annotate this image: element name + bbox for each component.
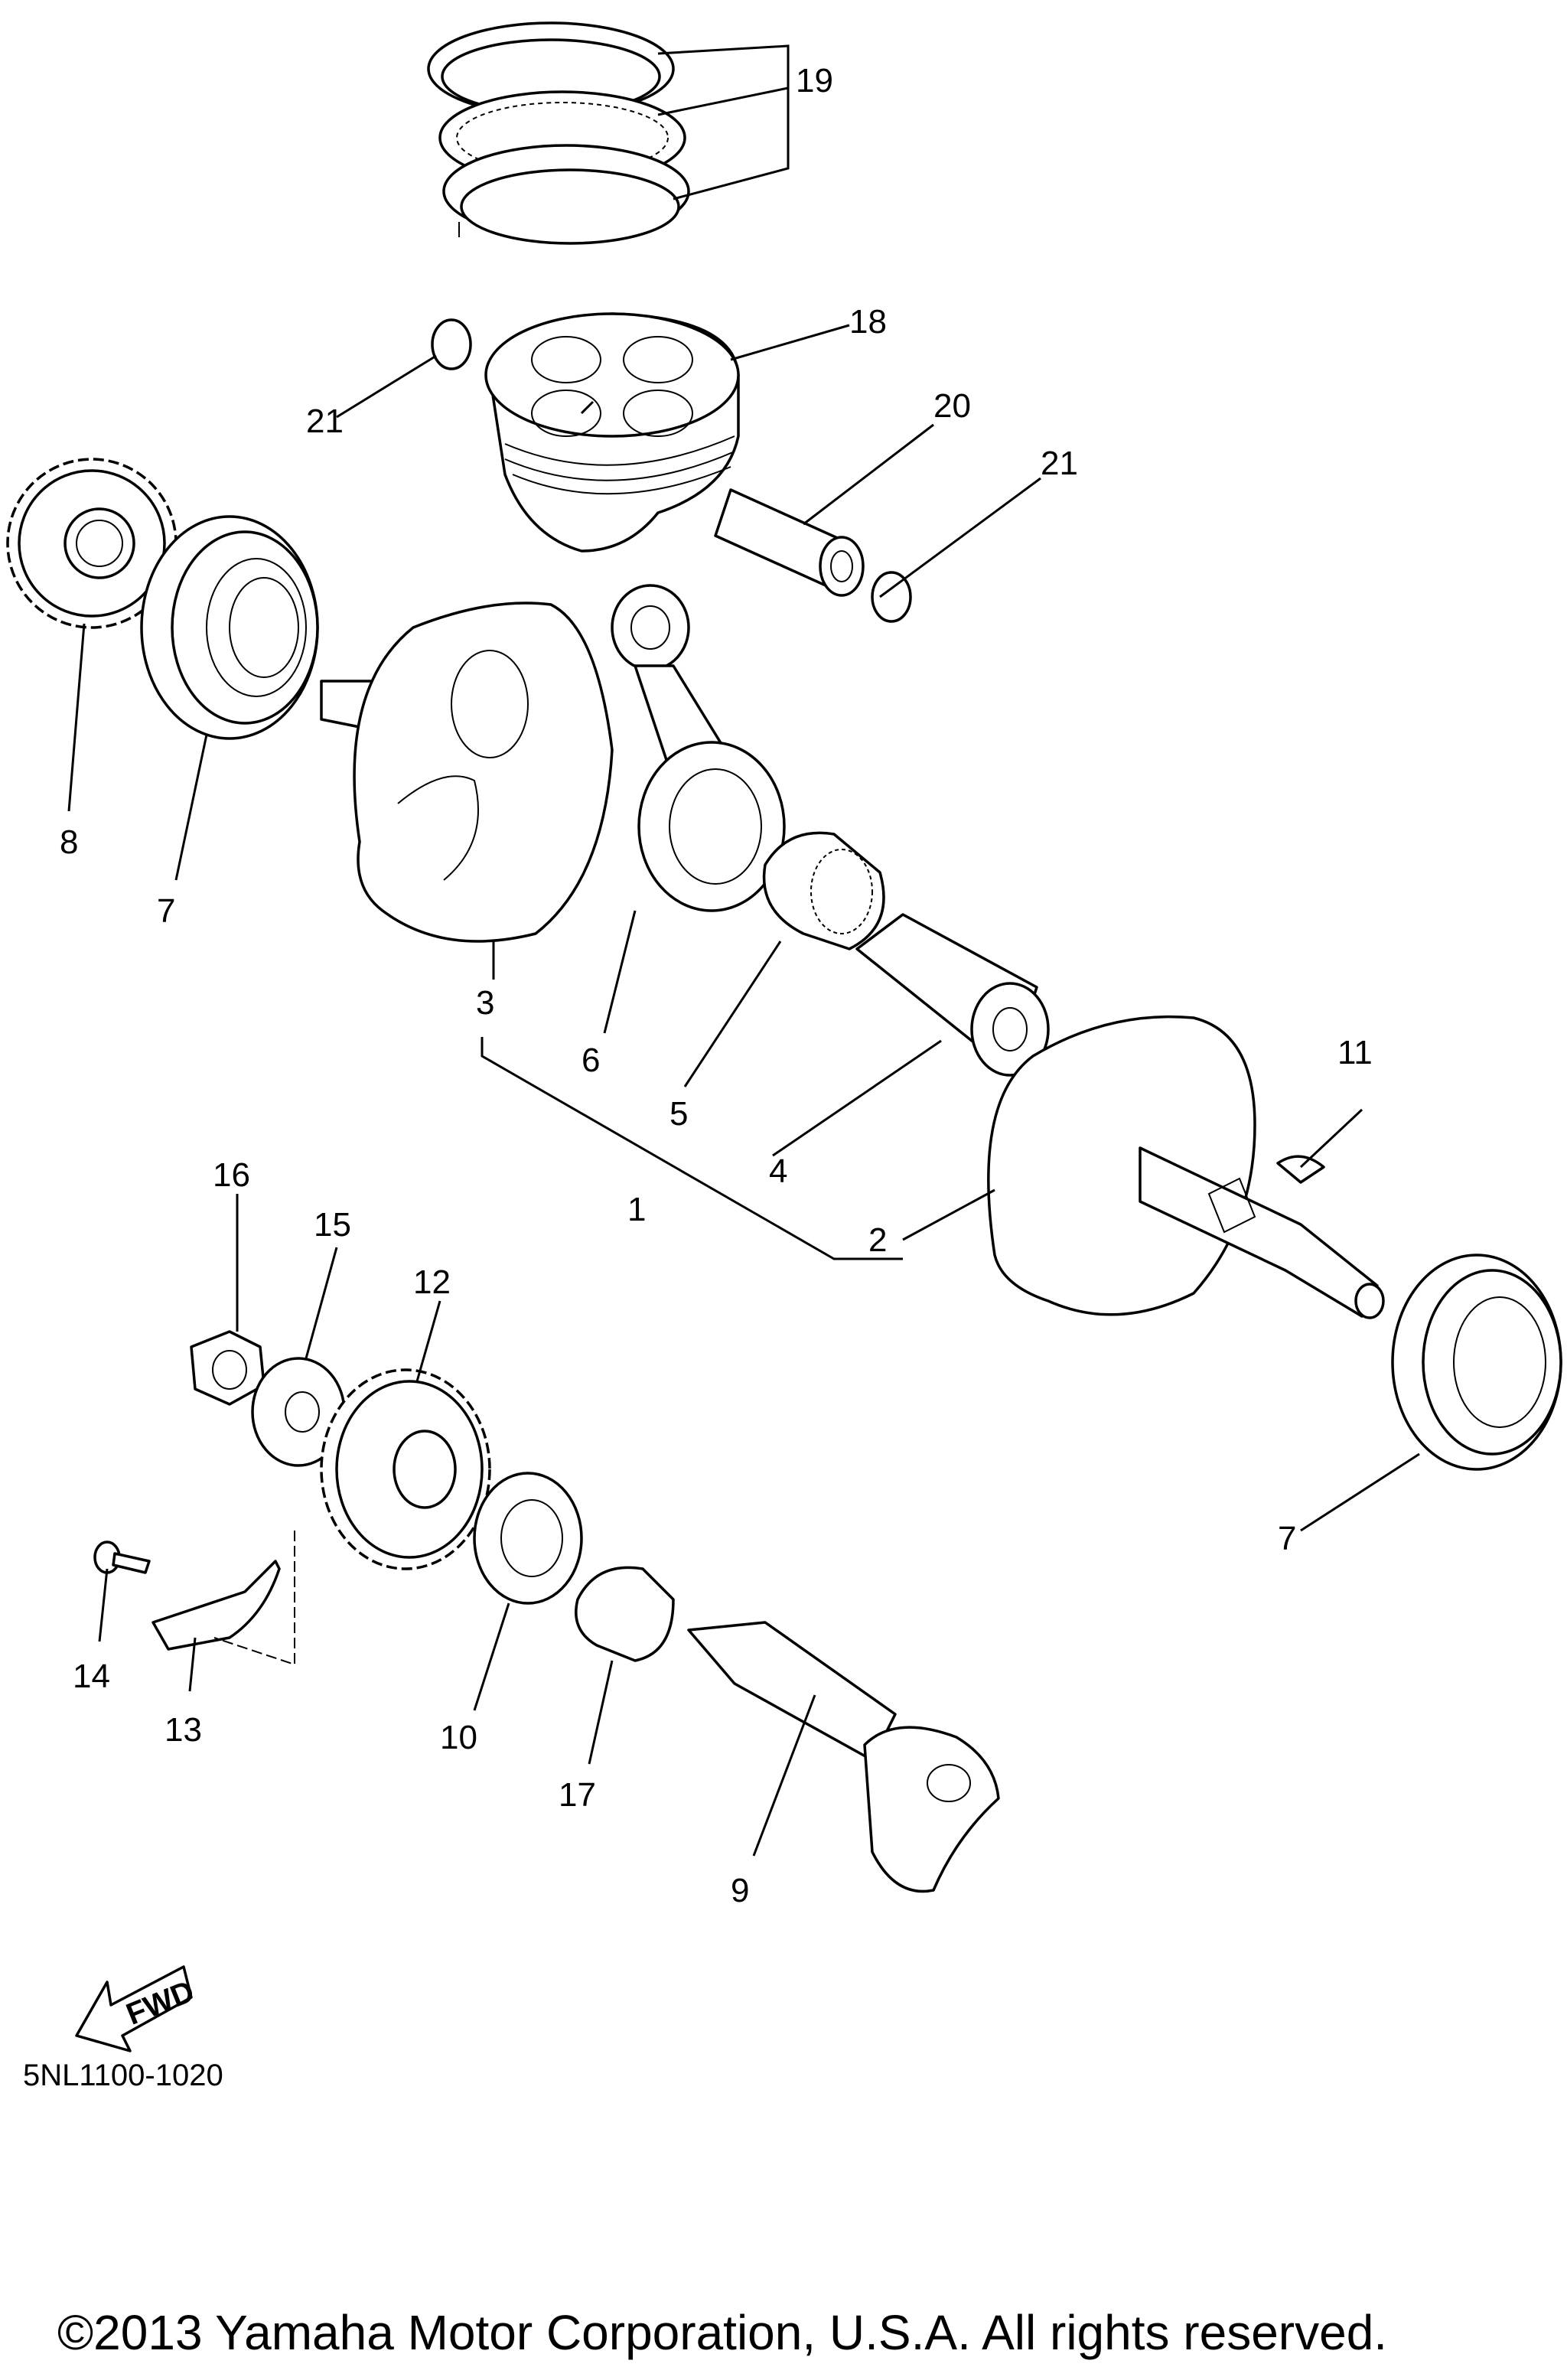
callout-2: 2 [868, 1221, 887, 1259]
callout-20: 20 [933, 387, 971, 425]
nut [190, 1330, 266, 1406]
piston-pin [714, 488, 865, 597]
balancer-bearing [473, 1472, 583, 1605]
callout-6: 6 [582, 1042, 600, 1079]
callout-4: 4 [769, 1153, 787, 1190]
callout-16: 16 [213, 1156, 250, 1194]
callout-7-right: 7 [1278, 1520, 1296, 1557]
piston-pin-clip-right [871, 571, 912, 623]
diagram-code: 5NL1100-1020 [23, 2059, 223, 2092]
bearing-left [140, 515, 319, 740]
piston-pin-clip-left [431, 318, 472, 370]
callout-14: 14 [73, 1658, 110, 1695]
callout-1: 1 [627, 1191, 646, 1228]
balancer-drive-gear [320, 1368, 491, 1570]
crank-right [987, 1015, 1385, 1319]
crank-pin [855, 913, 1050, 1077]
copyright-notice: ©2013 Yamaha Motor Corporation, U.S.A. A… [57, 2305, 1387, 2360]
callout-labels: 1 2 3 4 5 6 7 7 8 9 10 11 12 13 14 15 16… [60, 62, 1373, 1909]
callout-9: 9 [731, 1872, 749, 1909]
callout-21-left: 21 [306, 403, 344, 440]
balancer-guide-line [213, 1531, 295, 1666]
callout-15: 15 [314, 1206, 351, 1244]
callout-10: 10 [440, 1719, 477, 1756]
callout-18: 18 [849, 303, 887, 341]
leader-lines [67, 44, 1420, 1857]
needle-bearing [762, 831, 885, 950]
balancer-needle-sleeve [575, 1566, 675, 1662]
callout-5: 5 [669, 1095, 688, 1133]
balancer-shaft [687, 1621, 1000, 1893]
primary-drive-gear [6, 458, 178, 629]
callout-12: 12 [413, 1263, 451, 1301]
callout-11: 11 [1337, 1034, 1373, 1071]
fwd-arrow-icon [75, 1965, 193, 2052]
bolt [93, 1540, 151, 1574]
crank-left [320, 602, 614, 943]
callout-19: 19 [796, 62, 833, 99]
woodruff-key [1276, 1155, 1325, 1184]
callout-13: 13 [165, 1711, 202, 1749]
callout-17: 17 [559, 1776, 596, 1814]
callout-21-right: 21 [1041, 445, 1078, 482]
callout-8: 8 [60, 823, 78, 861]
callout-3: 3 [476, 984, 494, 1022]
callout-7-left: 7 [157, 892, 175, 930]
piston-rings [427, 21, 690, 245]
connecting-rod [611, 584, 786, 912]
piston [484, 312, 740, 553]
balancer-weight [151, 1560, 281, 1651]
bearing-right [1391, 1254, 1562, 1471]
